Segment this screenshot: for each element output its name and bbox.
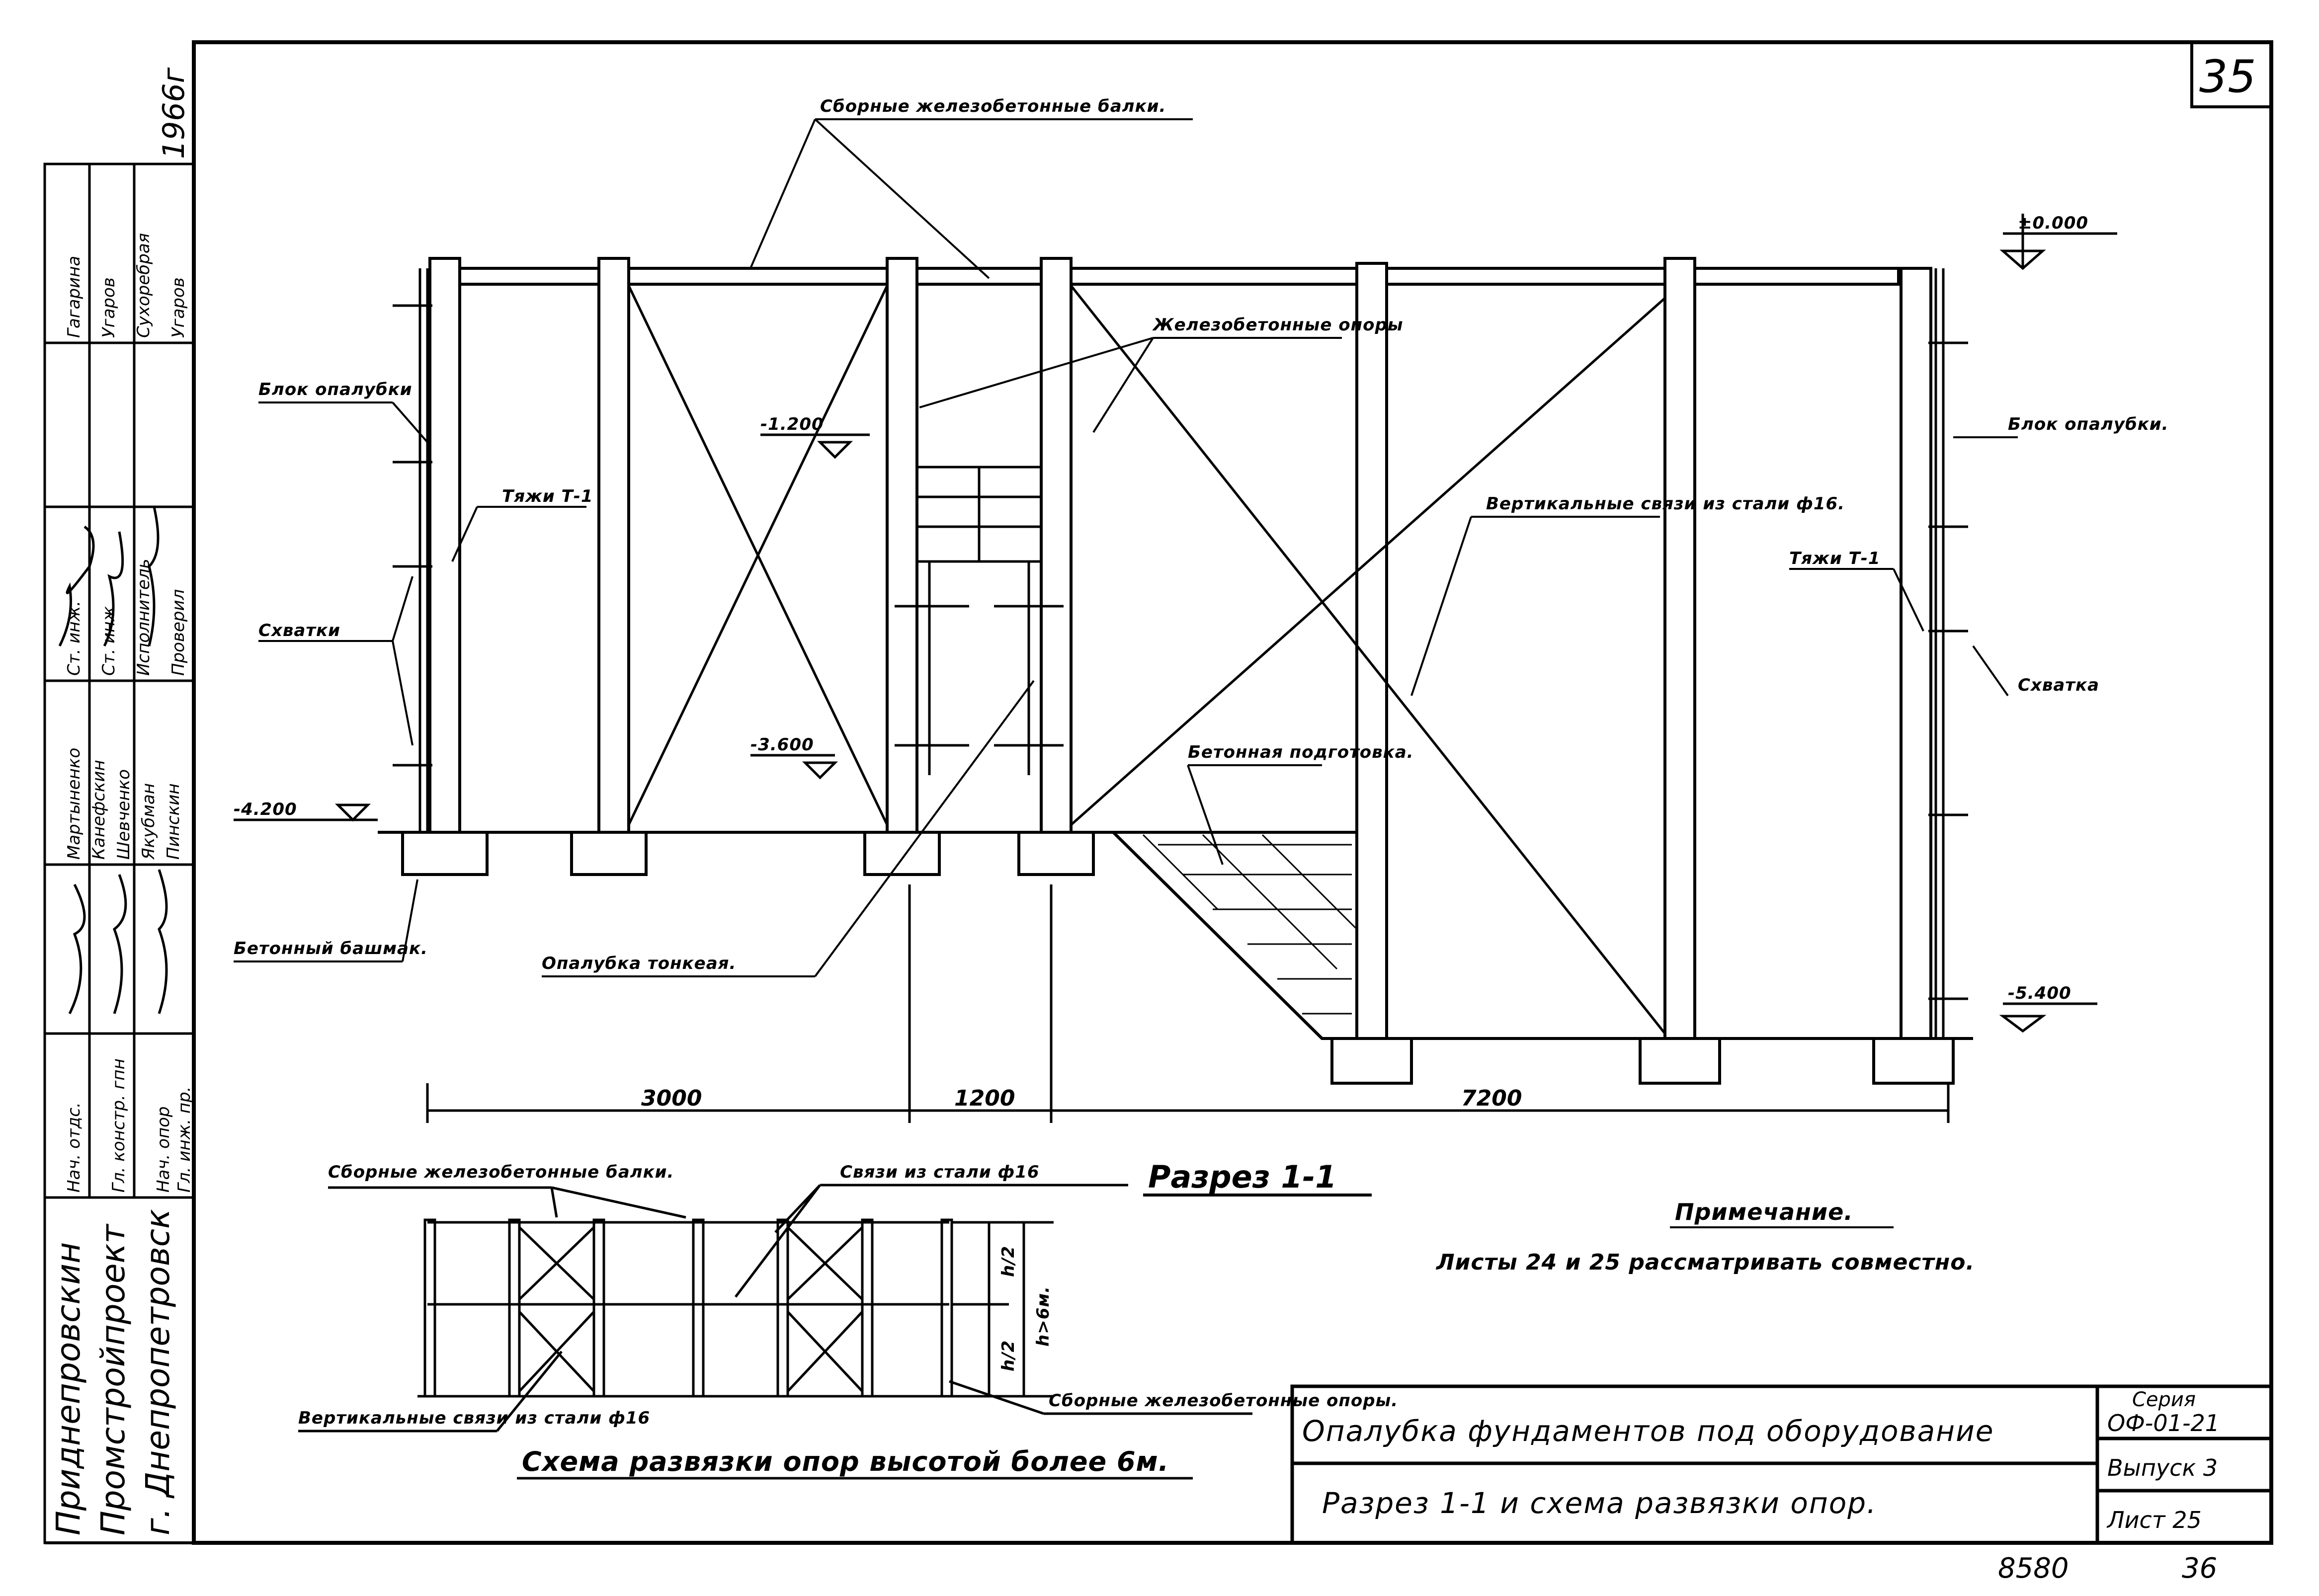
stamp-name2-3: Сухоребрая bbox=[134, 233, 154, 338]
dim-7200: 7200 bbox=[1461, 1086, 1522, 1111]
concrete-shoes bbox=[401, 831, 1955, 1085]
column-4 bbox=[1040, 257, 1073, 834]
stamp-role-1: Нач. отдс. bbox=[64, 1102, 84, 1193]
callout-tie-right: Тяжи Т-1 bbox=[1789, 549, 1880, 568]
dim-1200: 1200 bbox=[954, 1086, 1015, 1111]
title-line2: Разрез 1-1 и схема развязки опор. bbox=[1322, 1486, 1877, 1520]
stamp-name-5: Пинскин bbox=[164, 784, 183, 860]
column-7 bbox=[1900, 267, 1932, 1040]
stamp-role-2: Гл. констр. гпн bbox=[109, 1058, 129, 1193]
callout-beams: Сборные железобетонные балки. bbox=[820, 96, 1166, 116]
stamp-name-2: Канефскин bbox=[89, 760, 109, 860]
title-block-frame bbox=[1290, 1384, 2273, 1545]
stamp-name2-2: Угаров bbox=[99, 277, 119, 338]
callout-thin-formwork: Опалубка тонкеая. bbox=[542, 954, 736, 973]
scheme-diagram bbox=[298, 1184, 1252, 1433]
stamp-name-1: Мартыненко bbox=[64, 748, 84, 860]
column-2 bbox=[597, 257, 630, 834]
scheme-height: h>6м. bbox=[1033, 1286, 1053, 1347]
stamp-org1: Приднепровскин bbox=[49, 1242, 87, 1535]
stamp-org2: Промстройпроект bbox=[94, 1223, 132, 1535]
note-heading: Примечание. bbox=[1675, 1198, 1853, 1225]
stamp-role2-4: Проверил bbox=[168, 589, 188, 676]
section-title: Разрез 1-1 bbox=[1148, 1159, 1336, 1195]
level-2: -3.600 bbox=[750, 735, 814, 755]
left-stamp bbox=[43, 162, 195, 1544]
vertical-bracing bbox=[627, 285, 1666, 1035]
stamp-name2-1: Гагарина bbox=[64, 256, 84, 338]
stamp-name2-4: Угаров bbox=[168, 277, 188, 338]
signatures bbox=[58, 506, 168, 1015]
callout-clamp: Схватка bbox=[2018, 675, 2099, 695]
stamp-role2-3: Исполнитель bbox=[134, 559, 154, 676]
concrete-prep-hatch bbox=[1142, 834, 1358, 1015]
scheme-title: Схема развязки опор высотой более 6м. bbox=[522, 1446, 1169, 1477]
left-formwork bbox=[393, 268, 432, 832]
dim-3000: 3000 bbox=[641, 1086, 702, 1111]
stamp-year: 1966г bbox=[157, 67, 191, 159]
stamp-name-3: Шевченко bbox=[114, 769, 134, 860]
rc-columns bbox=[428, 257, 1932, 1040]
column-6 bbox=[1663, 257, 1696, 1040]
column-1 bbox=[428, 257, 461, 834]
scheme-beams: Сборные железобетонные балки. bbox=[328, 1162, 674, 1182]
dimension-line bbox=[426, 884, 1950, 1123]
callout-clamps: Схватки bbox=[258, 621, 340, 640]
scheme-half-bottom: h/2 bbox=[998, 1340, 1018, 1371]
stamp-name-4: Якубман bbox=[139, 783, 159, 860]
level-4: -5.400 bbox=[2008, 983, 2071, 1003]
scheme-supports: Сборные железобетонные опоры. bbox=[1049, 1391, 1398, 1411]
tunnel-formwork bbox=[895, 466, 1064, 775]
title-issue: Выпуск 3 bbox=[2107, 1454, 2218, 1481]
callout-formwork-block-right: Блок опалубки. bbox=[2008, 414, 2169, 434]
stamp-role2-1: Ст. инж. bbox=[64, 601, 84, 676]
stamp-role-3: Нач. опор bbox=[154, 1106, 173, 1193]
callout-tie-left: Тяжи Т-1 bbox=[502, 486, 593, 506]
callout-concrete-shoe: Бетонный башмак. bbox=[234, 939, 428, 958]
scheme-bracing: Связи из стали ф16 bbox=[840, 1162, 1040, 1182]
note-text: Листы 24 и 25 рассматривать совместно. bbox=[1435, 1250, 1975, 1275]
stamp-org3: г. Днепропетровск bbox=[139, 1209, 177, 1535]
stamp-role-4: Гл. инж. пр. bbox=[174, 1087, 194, 1193]
archive-page: 36 bbox=[2182, 1552, 2217, 1585]
level-3: -4.200 bbox=[234, 799, 297, 819]
leader-lines bbox=[234, 118, 2018, 977]
scheme-vertical-bracing: Вертикальные связи из стали ф16 bbox=[298, 1408, 650, 1428]
right-formwork bbox=[1928, 268, 1968, 1038]
callout-concrete-prep: Бетонная подготовка. bbox=[1188, 742, 1414, 762]
level-markers bbox=[234, 214, 2117, 1033]
archive-number: 8580 bbox=[1998, 1552, 2069, 1585]
title-series-label: Серия bbox=[2132, 1388, 2196, 1411]
callout-formwork-block-left: Блок опалубки bbox=[258, 380, 413, 399]
title-series-value: ОФ-01-21 bbox=[2107, 1410, 2220, 1436]
title-line1: Опалубка фундаментов под оборудование bbox=[1302, 1414, 1994, 1448]
sheet-number: 35 bbox=[2199, 51, 2256, 103]
title-sheet: Лист 25 bbox=[2106, 1507, 2202, 1533]
callout-vertical-bracing: Вертикальные связи из стали ф16. bbox=[1486, 494, 1845, 514]
level-top: ±0.000 bbox=[2018, 213, 2088, 233]
level-1: -1.200 bbox=[760, 414, 824, 434]
callout-rc-supports: Железобетонные опоры bbox=[1152, 315, 1404, 335]
scheme-half-top: h/2 bbox=[998, 1246, 1018, 1277]
